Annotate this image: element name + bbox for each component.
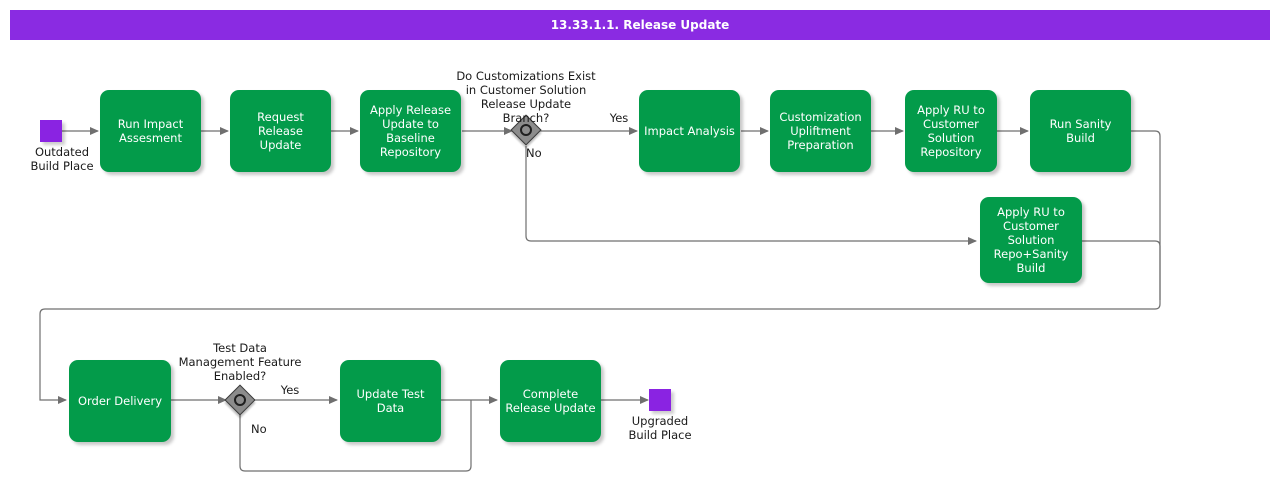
diagram-title-bar: 13.33.1.1. Release Update [10, 10, 1270, 40]
task-apply-release-update-to-baseline-repository[interactable]: Apply Release Update to Baseline Reposit… [360, 90, 461, 172]
task-label: Request Release Update [257, 110, 304, 152]
task-label: Run Sanity Build [1049, 117, 1112, 145]
gateway-test-data-question: Test Data Management Feature Enabled? [178, 341, 302, 383]
start-event-outdated-build-place[interactable] [40, 120, 62, 142]
page-title: 13.33.1.1. Release Update [550, 18, 730, 32]
start-event-label: Outdated Build Place [30, 145, 94, 173]
task-apply-ru-to-customer-solution-repo-sanity-build[interactable]: Apply RU to Customer Solution Repo+Sanit… [980, 197, 1082, 283]
task-label: Update Test Data [356, 387, 425, 415]
task-customization-upliftment-preparation[interactable]: Customization Upliftment Preparation [770, 90, 871, 172]
task-label: Complete Release Update [505, 387, 596, 415]
gateway-customizations-exist-no-label: No [526, 146, 542, 160]
end-event-upgraded-build-place[interactable] [649, 389, 671, 411]
task-label: Impact Analysis [644, 124, 735, 138]
task-request-release-update[interactable]: Request Release Update [230, 90, 331, 172]
gateway-customizations-exist-question: Do Customizations Exist in Customer Solu… [456, 69, 596, 125]
task-label: Customization Upliftment Preparation [779, 110, 862, 152]
task-impact-analysis[interactable]: Impact Analysis [639, 90, 740, 172]
gateway-test-data-management-feature-enabled[interactable] [224, 384, 256, 416]
gateway-inclusive-circle-icon [520, 124, 532, 136]
task-update-test-data[interactable]: Update Test Data [340, 360, 441, 442]
task-label: Apply RU to Customer Solution Repo+Sanit… [993, 205, 1069, 275]
task-label: Apply Release Update to Baseline Reposit… [369, 103, 452, 159]
task-complete-release-update[interactable]: Complete Release Update [500, 360, 601, 442]
task-label: Apply RU to Customer Solution Repository [917, 103, 985, 159]
gateway-test-data-yes-label: Yes [280, 383, 300, 397]
task-order-delivery[interactable]: Order Delivery [69, 360, 171, 442]
flow-t8-to-rail [1082, 240, 1161, 300]
end-event-label: Upgraded Build Place [628, 414, 692, 442]
task-apply-ru-to-customer-solution-repository[interactable]: Apply RU to Customer Solution Repository [905, 90, 997, 172]
task-label: Order Delivery [77, 394, 163, 408]
task-label: Run Impact Assesment [117, 117, 184, 145]
gateway-customizations-exist[interactable] [510, 114, 542, 146]
gateway-inclusive-circle-icon [234, 394, 246, 406]
gateway-customizations-exist-yes-label: Yes [609, 111, 629, 125]
flow-rail-to-t9 [39, 395, 67, 404]
gateway-test-data-no-label: No [251, 422, 267, 436]
task-run-impact-assesment[interactable]: Run Impact Assesment [100, 90, 201, 172]
task-run-sanity-build[interactable]: Run Sanity Build [1030, 90, 1131, 172]
